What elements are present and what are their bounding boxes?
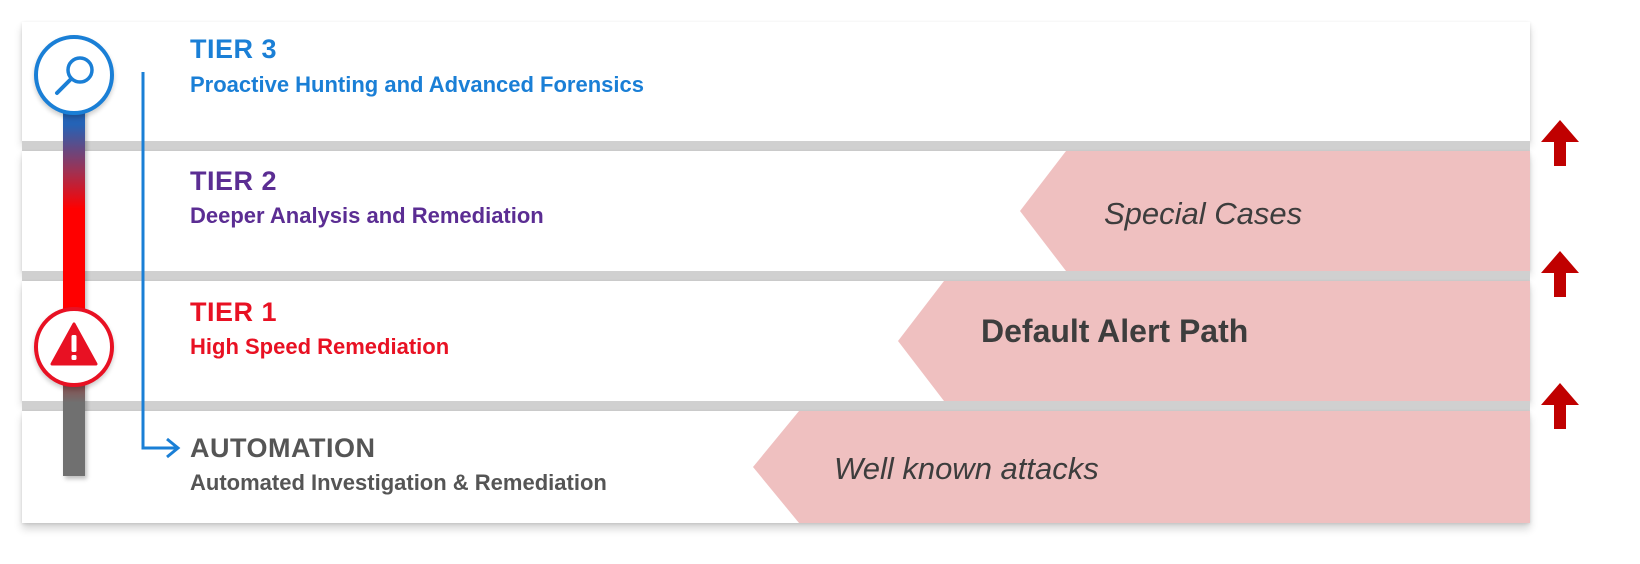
severity-bar — [63, 110, 85, 476]
escalate-up-arrow-icon — [1541, 120, 1579, 166]
tier3-title: TIER 3 — [190, 34, 278, 64]
special-cases-path-shape — [1020, 151, 1530, 271]
tier2-title: TIER 2 — [190, 166, 278, 196]
tier3-subtitle: Proactive Hunting and Advanced Forensics — [190, 72, 644, 97]
tier2-subtitle: Deeper Analysis and Remediation — [190, 203, 544, 228]
escalate-up-arrow-icon — [1541, 251, 1579, 297]
alert-circle — [34, 307, 114, 387]
search-icon — [55, 56, 94, 95]
special-cases-label: Special Cases — [1104, 196, 1303, 231]
band-separator — [22, 271, 1530, 281]
default-alert-path-shape — [898, 281, 1530, 401]
well-known-attacks-label: Well known attacks — [834, 451, 1099, 486]
connector-arrow — [141, 72, 181, 459]
tier1-subtitle: High Speed Remediation — [190, 334, 450, 359]
automation-title: AUTOMATION — [190, 433, 376, 463]
tier1-title: TIER 1 — [190, 297, 278, 327]
automation-subtitle: Automated Investigation & Remediation — [190, 470, 607, 495]
band-separator — [22, 401, 1530, 411]
tier1-band — [22, 281, 1530, 401]
tier3-band — [22, 22, 1530, 141]
automation-band — [22, 411, 1530, 523]
default-alert-path-label: Default Alert Path — [981, 313, 1249, 349]
tier2-band — [22, 151, 1530, 271]
escalate-up-arrow-icon — [1541, 383, 1579, 429]
search-icon-circle — [34, 35, 114, 115]
well-known-attacks-path-shape — [753, 411, 1530, 523]
band-separator — [22, 141, 1530, 151]
alert-warning-icon — [50, 322, 98, 366]
